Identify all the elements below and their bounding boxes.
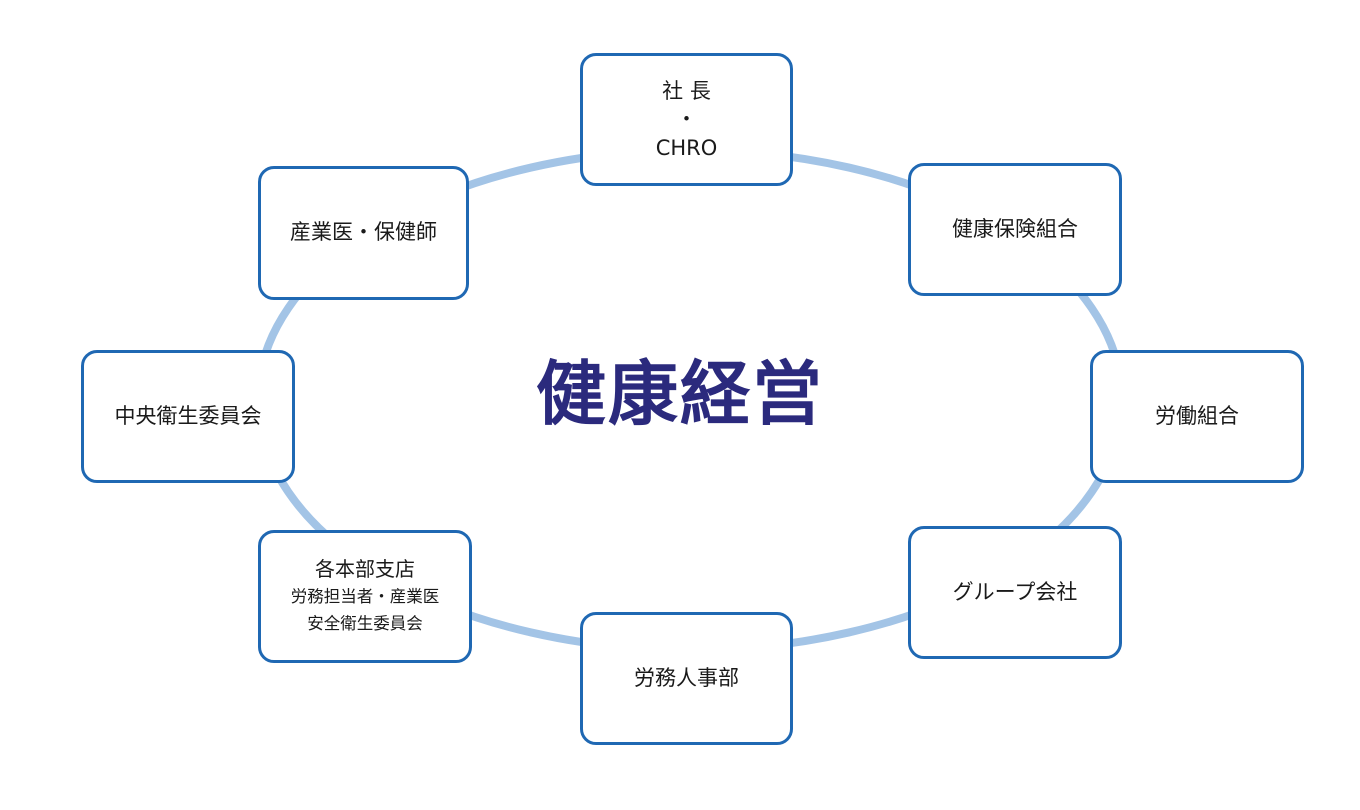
node-hr-department: 労務人事部 — [580, 612, 793, 745]
branches-label: 各本部支店 — [315, 557, 415, 581]
node-central-health-committee: 中央衛生委員会 — [81, 350, 295, 483]
branches-staff-label: 労務担当者・産業医 — [290, 587, 440, 606]
chro-label: CHRO — [655, 135, 718, 160]
occupational-health-label: 産業医・保健師 — [290, 220, 437, 245]
node-ceo-chro: 社 長 ・ CHRO — [580, 53, 793, 186]
central-committee-label: 中央衛生委員会 — [114, 403, 262, 428]
node-group-companies: グループ会社 — [908, 526, 1122, 659]
ceo-separator: ・ — [676, 106, 697, 131]
branches-committee-label: 安全衛生委員会 — [307, 614, 423, 633]
node-occupational-health: 産業医・保健師 — [258, 166, 469, 300]
ceo-label: 社 長 — [662, 78, 711, 103]
hr-department-label: 労務人事部 — [634, 665, 739, 690]
node-health-insurance-association: 健康保険組合 — [908, 163, 1122, 296]
labor-union-label: 労働組合 — [1155, 403, 1239, 428]
node-branches: 各本部支店 労務担当者・産業医 安全衛生委員会 — [258, 530, 472, 663]
node-labor-union: 労働組合 — [1090, 350, 1304, 483]
health-insurance-label: 健康保険組合 — [952, 216, 1078, 241]
group-companies-label: グループ会社 — [952, 579, 1078, 604]
center-title: 健康経営 — [536, 353, 824, 435]
